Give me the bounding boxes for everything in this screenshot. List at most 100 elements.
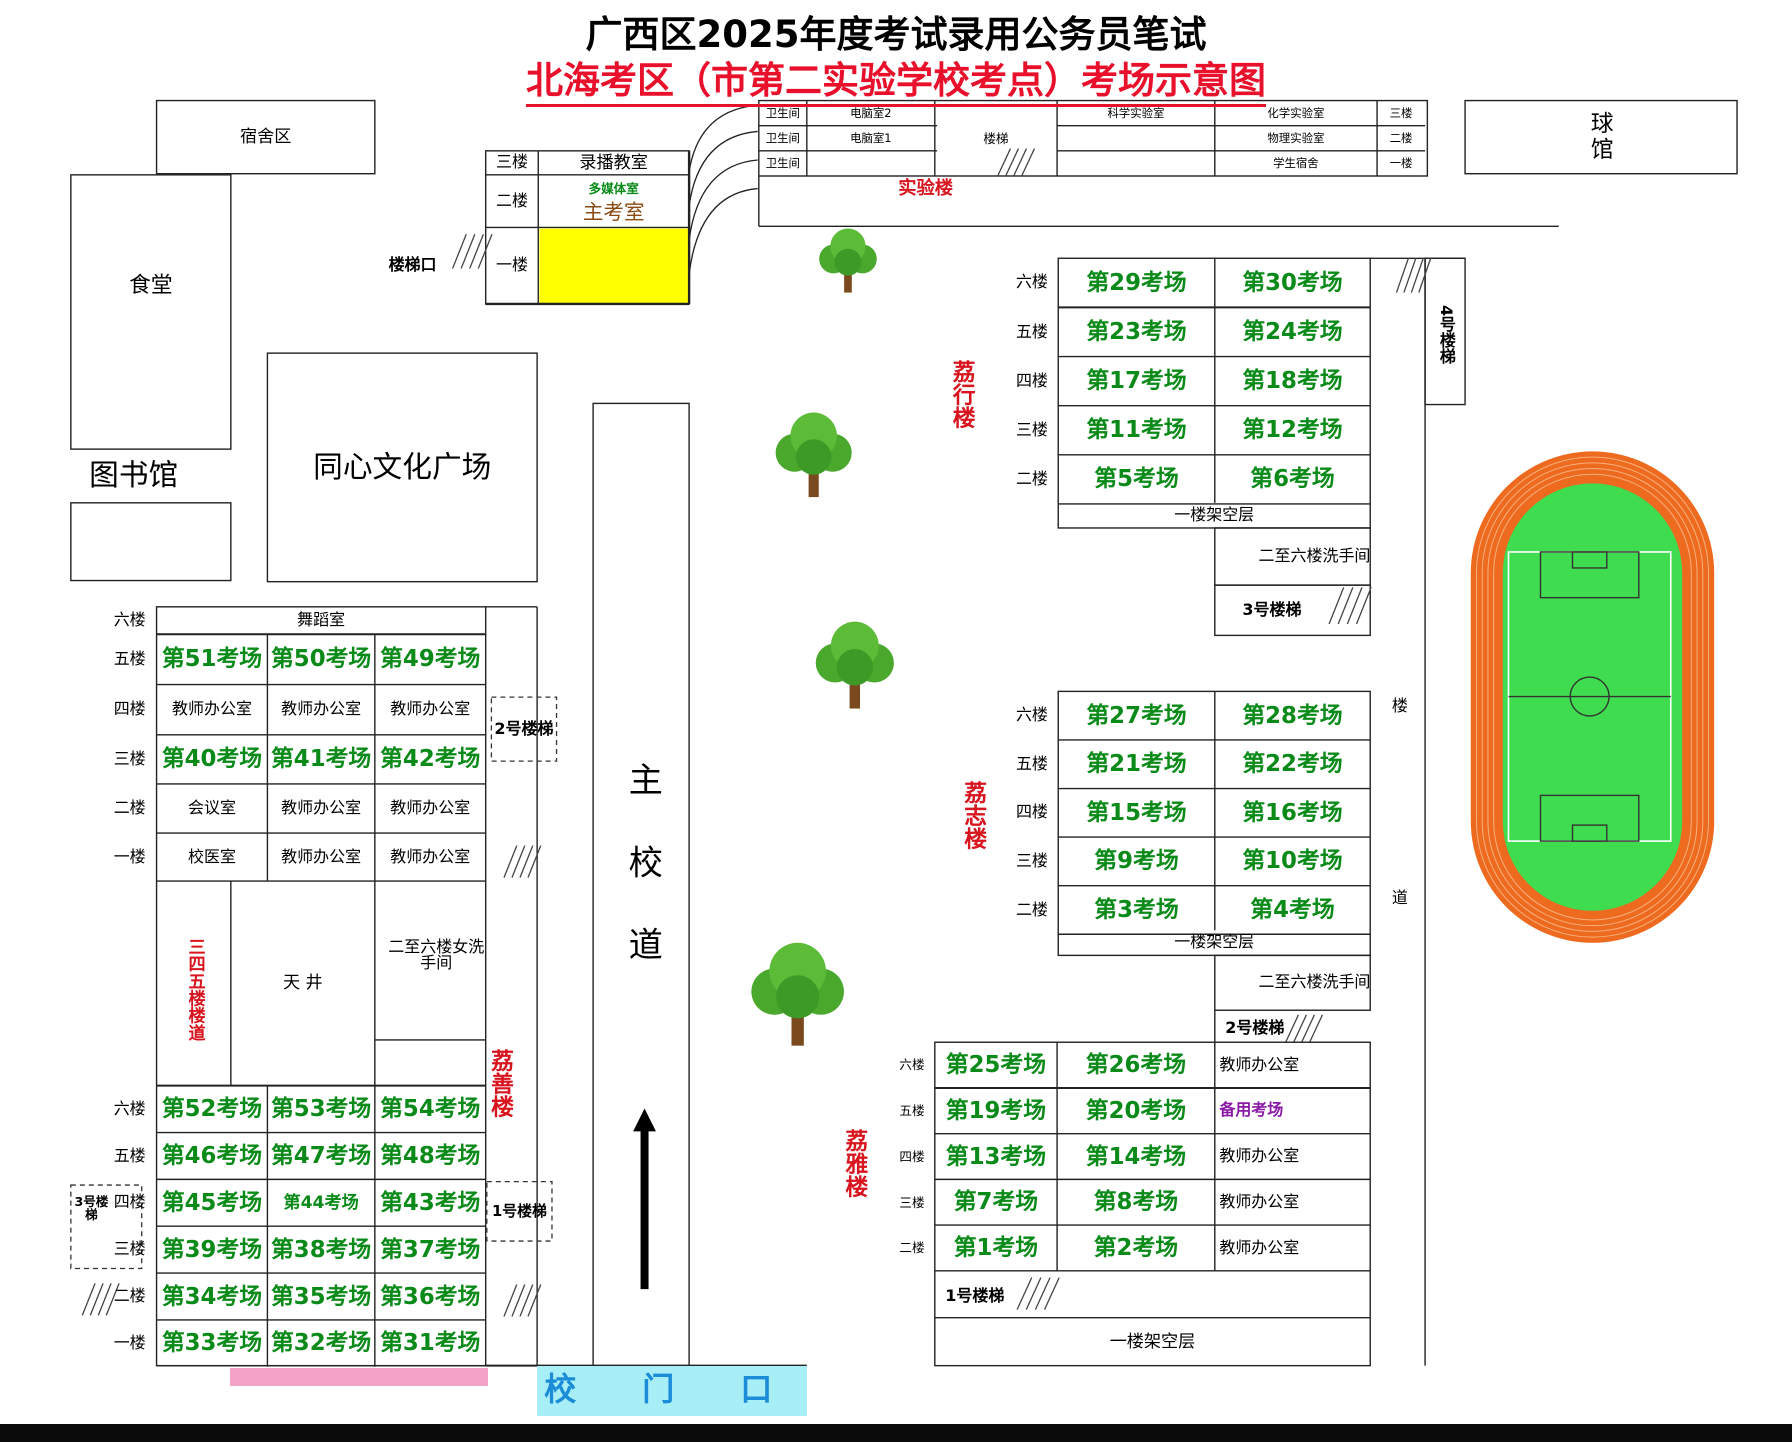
office-label: 教师办公室 [281, 798, 362, 818]
exam-room-label: 第34考场 [161, 1283, 263, 1310]
building-name-label: 荔雅楼 [840, 1129, 867, 1198]
exam-room-label: 第45考场 [161, 1189, 263, 1216]
exam-room-label: 第32考场 [270, 1330, 372, 1357]
toilet-label: 二至六楼洗手间 [1258, 972, 1371, 992]
exam-room-label: 第13考场 [945, 1143, 1047, 1170]
exam-room-label: 第50考场 [270, 646, 372, 673]
floor-label: 二楼 [495, 190, 528, 210]
stair-hatch-icon [1025, 1277, 1042, 1310]
lab-label: 二楼 [1389, 131, 1413, 146]
toilet-label: 二至六楼洗手间 [1258, 546, 1371, 566]
stair2-box [490, 696, 558, 762]
office-label: 教师办公室 [390, 798, 471, 818]
plaza-box [266, 352, 538, 583]
exam-room-label: 第39考场 [161, 1236, 263, 1263]
stair-hatch-icon [451, 234, 467, 269]
lab-label: 卫生间 [765, 131, 800, 146]
ground-floor-label: 一楼架空层 [1174, 505, 1255, 524]
stair-hatch-icon [1016, 1277, 1033, 1310]
stair-hatch-icon [97, 1283, 112, 1316]
lab-building-label: 实验楼 [898, 177, 954, 199]
plaza-label: 同心文化广场 [313, 449, 492, 485]
office-label: 校医室 [188, 846, 236, 866]
exam-room-label: 第21考场 [1086, 751, 1187, 778]
floor-label: 三楼 [1015, 850, 1048, 870]
exam-room-label: 第43考场 [380, 1189, 481, 1216]
dormitory-box [155, 99, 376, 175]
exam-room-label: 第46考场 [161, 1142, 263, 1169]
exam-room-label: 第48考场 [380, 1142, 481, 1169]
floor-label: 三楼 [113, 1239, 146, 1259]
exam-room-label: 第26考场 [1085, 1052, 1187, 1079]
liya-building [934, 1041, 1371, 1367]
stair-hatch-icon [519, 1284, 534, 1317]
floor-label: 二楼 [899, 1240, 925, 1256]
exam-room-label: 第31考场 [380, 1330, 481, 1357]
exam-room-label: 第49考场 [380, 646, 481, 673]
toilet-label: 二至六楼女洗手间 [388, 936, 485, 973]
exam-room-label: 第27考场 [1086, 702, 1187, 729]
lab-label: 物理实验室 [1267, 131, 1325, 146]
floor-label: 五楼 [1015, 753, 1048, 773]
building-name-label: 荔善楼 [486, 1049, 513, 1118]
exam-room-label: 第18考场 [1242, 368, 1343, 395]
floor-label: 六楼 [113, 1098, 146, 1118]
stair3-box [70, 1184, 143, 1270]
stair-label: 3号楼梯 [74, 1193, 109, 1222]
stair-hatch-icon [89, 1283, 104, 1316]
exam-room-label: 第5考场 [1094, 466, 1179, 493]
floor-label: 一楼 [113, 1332, 146, 1352]
stair-hatch-icon [81, 1283, 96, 1316]
office-label: 教师办公室 [281, 846, 362, 866]
stair-hatch-icon [1301, 1014, 1316, 1043]
running-track-icon [1470, 451, 1715, 943]
stair-hatch-icon [511, 845, 526, 878]
exam-room-label: 第1考场 [953, 1234, 1039, 1261]
floor-label: 二楼 [1015, 468, 1048, 488]
office-label: 教师办公室 [390, 846, 471, 866]
stair-hatch-icon [1013, 148, 1028, 177]
exam-room-label: 第9考场 [1094, 848, 1179, 875]
exam-room-label: 第35考场 [270, 1283, 372, 1310]
floor-label: 三楼 [113, 748, 146, 768]
office-label: 教师办公室 [1219, 1146, 1300, 1166]
stair-hatch-icon [1418, 258, 1432, 293]
exam-room-label: 第41考场 [270, 746, 372, 773]
floor-label: 一楼 [113, 846, 146, 866]
exam-room-label: 第47考场 [270, 1142, 372, 1169]
exam-room-label: 第22考场 [1242, 751, 1343, 778]
stair-hatch-icon [527, 845, 542, 878]
floor-label: 五楼 [1015, 321, 1048, 341]
lab-label: 学生宿舍 [1273, 156, 1319, 171]
tree-icon [751, 942, 844, 1046]
office-label: 教师办公室 [1219, 1237, 1300, 1257]
lab-label: 卫生间 [765, 106, 800, 121]
side-road-label: 道 [1391, 887, 1408, 907]
stadium-label: 球馆 [1590, 110, 1614, 164]
exam-room-label: 第38考场 [270, 1236, 372, 1263]
lab-label: 卫生间 [765, 156, 800, 171]
map-subtitle: 北海考区（市第二实验学校考点）考场示意图 [0, 50, 1792, 107]
main-exam-room-label: 主考室 [582, 199, 645, 224]
stair-hatch-icon [469, 234, 485, 269]
stair-hatch-icon [1410, 258, 1424, 293]
stair-hatch-icon [105, 1283, 120, 1316]
floor-label: 四楼 [1015, 370, 1048, 390]
stair-hatch-icon [503, 845, 518, 878]
connector-line [688, 159, 758, 241]
stair-hatch-icon [1337, 587, 1354, 625]
courtyard-label: 天 井 [282, 972, 323, 993]
stair-hatch-icon [460, 234, 476, 269]
exam-room-label: 第33考场 [161, 1330, 263, 1357]
floor-label: 三楼 [495, 152, 528, 172]
exam-room-label: 第30考场 [1242, 269, 1343, 296]
exam-room-label: 第51考场 [161, 646, 263, 673]
exam-room-label: 第28考场 [1242, 702, 1343, 729]
office-label: 教师办公室 [1219, 1054, 1300, 1074]
exam-room-label: 第7考场 [953, 1189, 1039, 1216]
dormitory-label: 宿舍区 [240, 127, 292, 148]
tree-icon [819, 228, 877, 293]
canteen-label: 食堂 [129, 272, 173, 298]
